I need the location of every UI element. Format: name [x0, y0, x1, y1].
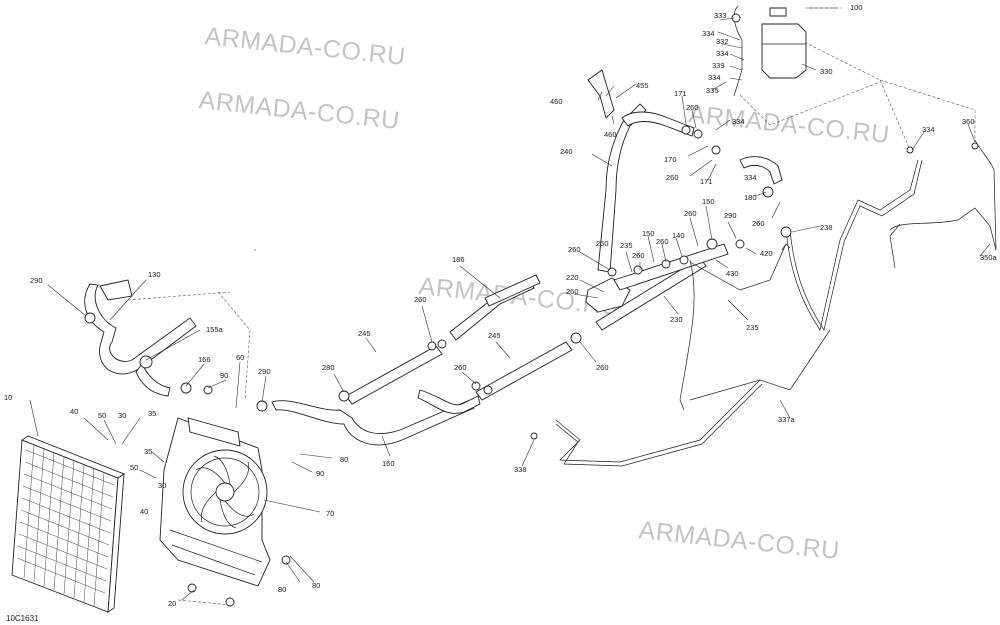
callout-186: 186: [452, 255, 465, 264]
callout-35: 35: [148, 409, 156, 418]
callout-100: 100: [850, 3, 863, 12]
callout-166: 166: [198, 355, 211, 364]
callout-238: 238: [820, 223, 833, 232]
callout-333: 333: [714, 11, 727, 20]
callout-260: 260: [568, 245, 581, 254]
callout-360: 360: [962, 117, 975, 126]
callout-180: 180: [744, 193, 757, 202]
callout-30: 30: [118, 411, 126, 420]
callout-334: 334: [708, 73, 721, 82]
callout-460: 460: [550, 97, 563, 106]
callout-70: 70: [326, 509, 334, 518]
callout-80: 80: [340, 455, 348, 464]
watermarks: ARMADA-CO.RU ARMADA-CO.RU ARMADA-CO.RU A…: [197, 22, 891, 565]
callout-260: 260: [666, 173, 679, 182]
callout-260: 260: [684, 209, 697, 218]
callout-250: 250: [596, 239, 609, 248]
callout-140: 140: [672, 231, 685, 240]
callout-235: 235: [746, 323, 759, 332]
callout-260: 260: [596, 363, 609, 372]
lines-right: [555, 139, 997, 467]
callout-240: 240: [560, 147, 573, 156]
callout-260: 260: [454, 363, 467, 372]
figure-id: 10C1631: [6, 614, 39, 623]
callout-339: 339: [712, 61, 725, 70]
callout-430: 430: [726, 269, 739, 278]
callout-90: 90: [220, 371, 228, 380]
callout-260: 260: [566, 287, 579, 296]
callout-171: 171: [700, 177, 713, 186]
callout-40: 40: [70, 407, 78, 416]
callout-130: 130: [148, 270, 161, 279]
callout-90: 90: [316, 469, 324, 478]
callout-10: 10: [4, 393, 12, 402]
watermark: ARMADA-CO.RU: [197, 86, 401, 135]
callout-230: 230: [670, 315, 683, 324]
callout-35: 35: [144, 447, 152, 456]
callout-332: 332: [716, 37, 729, 46]
callout-50: 50: [98, 411, 106, 420]
leader-lines: [29, 7, 991, 601]
callout-350a: 350a: [980, 253, 998, 262]
callout-150: 150: [642, 229, 655, 238]
callout-280: 280: [322, 363, 335, 372]
callout-290: 290: [30, 276, 43, 285]
callout-290: 290: [724, 211, 737, 220]
callout-245: 245: [488, 331, 501, 340]
callout-337a: 337a: [778, 415, 796, 424]
callout-80: 80: [312, 581, 320, 590]
callout-330: 330: [820, 67, 833, 76]
hoses-left: [84, 274, 573, 446]
watermark: ARMADA-CO.RU: [687, 100, 891, 149]
callout-50: 50: [130, 463, 138, 472]
callout-335: 335: [706, 86, 719, 95]
watermark: ARMADA-CO.RU: [203, 22, 407, 71]
callout-155a: 155a: [206, 325, 224, 334]
callout-334: 334: [922, 125, 935, 134]
callout-334: 334: [716, 49, 729, 58]
callout-260: 260: [686, 103, 699, 112]
callout-171: 171: [674, 89, 687, 98]
callout-150: 150: [702, 197, 715, 206]
callout-220: 220: [566, 273, 579, 282]
callout-260: 260: [752, 219, 765, 228]
hoses-center: [585, 103, 791, 411]
callout-260: 260: [414, 295, 427, 304]
coolant-tank: [733, 5, 807, 97]
callout-334: 334: [702, 29, 715, 38]
callout-260: 260: [632, 251, 645, 260]
callout-460: 460: [604, 130, 617, 139]
callout-170: 170: [664, 155, 677, 164]
callout-80: 80: [278, 585, 286, 594]
radiator: [11, 435, 125, 613]
fan-assembly: [159, 417, 271, 587]
callout-60: 60: [236, 353, 244, 362]
callout-labels: 100 333 334 332 330 334 339 334 335 334 …: [4, 3, 998, 608]
callout-338: 338: [514, 465, 527, 474]
callout-455: 455: [636, 81, 649, 90]
watermark: ARMADA-CO.RU: [637, 516, 841, 565]
callout-235: 235: [620, 241, 633, 250]
callout-40: 40: [140, 507, 148, 516]
callout-334: 334: [732, 117, 745, 126]
callout-334: 334: [744, 173, 757, 182]
callout-290: 290: [258, 367, 271, 376]
callout-160: 160: [382, 459, 395, 468]
callout-260: 260: [656, 237, 669, 246]
callout-20: 20: [168, 599, 176, 608]
callout-245: 245: [358, 329, 371, 338]
callout-420: 420: [760, 249, 773, 258]
callout-30: 30: [158, 481, 166, 490]
